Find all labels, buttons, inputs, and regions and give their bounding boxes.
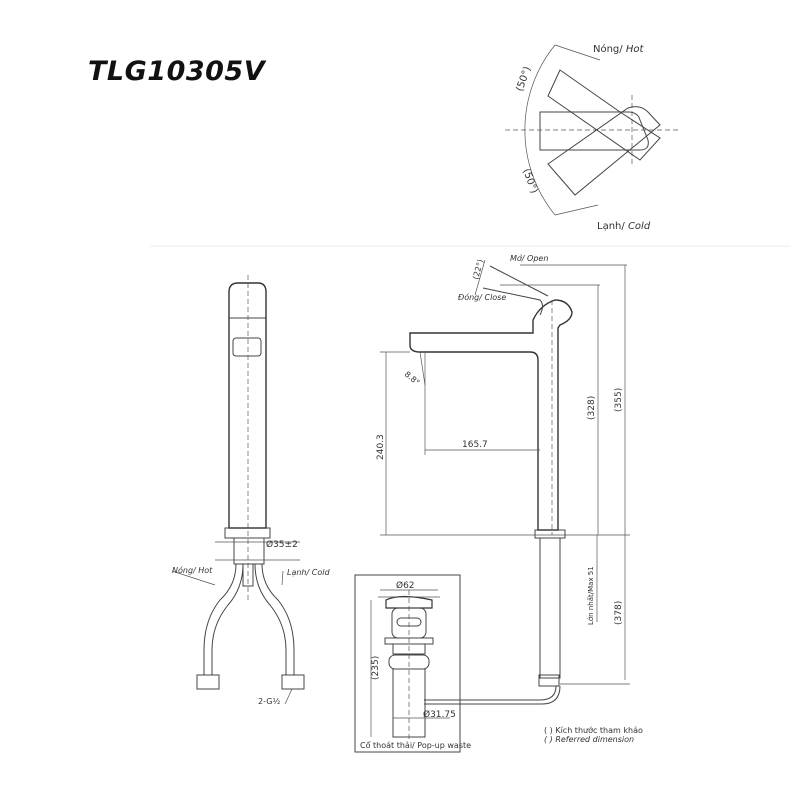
popup-top-diameter: Ø62 bbox=[396, 580, 415, 591]
angle-cold: (50°) bbox=[520, 167, 539, 195]
spout-reach: 165.7 bbox=[462, 440, 488, 450]
max-thickness-label: Lớn nhất/Max 51 bbox=[587, 566, 595, 625]
open-label: Mở/ Open bbox=[510, 253, 548, 263]
below-height: (378) bbox=[614, 601, 624, 625]
faucet-body-side bbox=[409, 299, 573, 531]
lever-open bbox=[489, 265, 549, 297]
drain-connector bbox=[538, 674, 560, 687]
lever-closed bbox=[482, 287, 543, 316]
front-view: Ø35±2 Nóng/ Hot Lạnh/ Cold 2-G½ bbox=[171, 275, 330, 706]
spout-angle: 8.8° bbox=[403, 370, 422, 388]
hose-hot-label: Nóng/ Hot bbox=[172, 565, 213, 575]
lever-center bbox=[539, 111, 649, 151]
close-label: Đóng/ Close bbox=[458, 292, 506, 302]
cold-label: Lạnh/ Cold bbox=[597, 221, 651, 232]
hose-hot bbox=[203, 563, 244, 675]
body-height: (328) bbox=[587, 396, 597, 420]
note-en: ( ) Referred dimension bbox=[544, 735, 634, 744]
spout-height: 240.3 bbox=[376, 434, 386, 460]
popup-box bbox=[354, 574, 461, 753]
hot-label: Nóng/ Hot bbox=[593, 43, 644, 55]
hose-cold-label: Lạnh/ Cold bbox=[287, 568, 330, 577]
total-height: (355) bbox=[614, 388, 624, 412]
hose-cold bbox=[254, 563, 295, 675]
side-view: Mở/ Open Đóng/ Close (22°) 8.8° 240.3 16… bbox=[376, 253, 630, 705]
base-plate bbox=[224, 527, 271, 539]
lever-cold bbox=[547, 106, 661, 196]
popup-rod bbox=[424, 685, 557, 701]
pipe-diameter: Ø31.75 bbox=[423, 709, 456, 720]
thread-label: 2-G½ bbox=[258, 697, 280, 706]
handle-front bbox=[232, 337, 262, 357]
lever-hot bbox=[547, 69, 661, 161]
mount-diameter: Ø35±2 bbox=[266, 539, 298, 550]
top-view: Nóng/ Hot Lạnh/ Cold (50°) (50°) bbox=[505, 43, 680, 232]
popup-caption: Cổ thoát thải/ Pop-up waste bbox=[360, 740, 471, 750]
popup-height: (235) bbox=[371, 656, 381, 680]
model-title: TLG10305V bbox=[88, 56, 266, 87]
lever-angle: (22°) bbox=[471, 258, 485, 280]
faucet-body-front bbox=[228, 282, 267, 529]
nut-hot bbox=[196, 674, 220, 690]
note-vi: ( ) Kích thước tham khảo bbox=[544, 725, 643, 735]
popup-waste: Ø62 (235) Ø31.75 Cổ thoát thải/ Pop-up w… bbox=[354, 574, 471, 753]
nut-cold bbox=[281, 674, 305, 690]
